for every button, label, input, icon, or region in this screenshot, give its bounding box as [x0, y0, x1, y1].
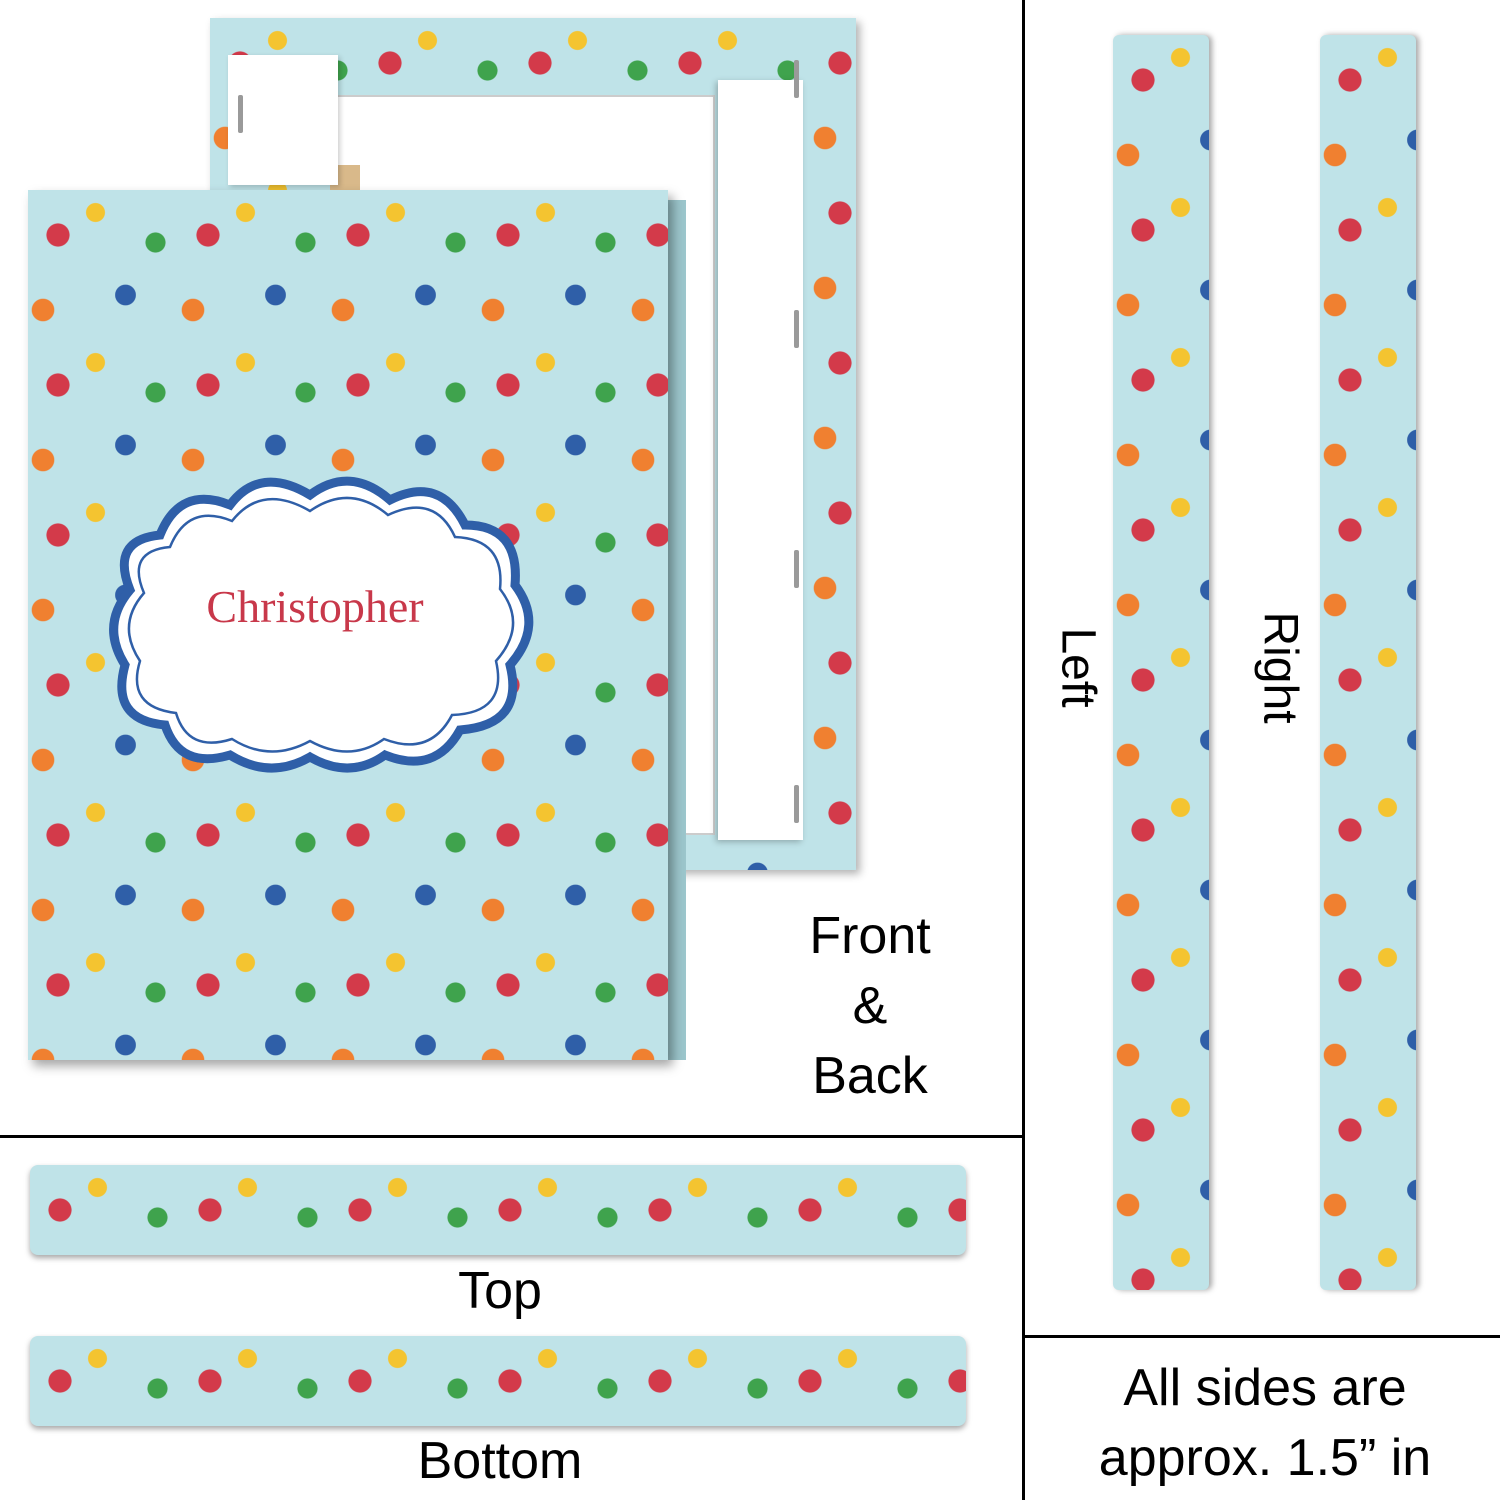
- staple-icon: [794, 310, 799, 348]
- bottom-side-strip: [30, 1336, 966, 1426]
- staple-icon: [794, 550, 799, 588]
- left-label: Left: [1051, 627, 1105, 708]
- front-back-label-line2: &: [852, 977, 888, 1035]
- right-side-strip: [1320, 35, 1416, 1290]
- cloud-nameplate-icon: [109, 476, 534, 773]
- top-side-strip: [30, 1165, 966, 1255]
- right-label: Right: [1253, 611, 1307, 724]
- sides-note-line1: All sides are: [1123, 1359, 1407, 1417]
- front-back-label-line1: Front: [809, 907, 931, 965]
- sides-note-line2: approx. 1.5” in: [1098, 1429, 1432, 1487]
- bottom-label: Bottom: [417, 1432, 583, 1490]
- top-label: Top: [458, 1262, 542, 1320]
- canvas-fold-flap-left: [228, 55, 338, 185]
- horizontal-divider-right: [1024, 1335, 1500, 1338]
- staple-icon: [794, 785, 799, 823]
- front-back-label-line3: Back: [812, 1047, 928, 1105]
- vertical-divider: [1022, 0, 1025, 1500]
- personalized-name: Christopher: [206, 581, 424, 632]
- horizontal-divider-left: [0, 1135, 1024, 1138]
- staple-icon: [238, 95, 243, 133]
- staple-icon: [794, 60, 799, 98]
- canvas-fold-flap-right: [718, 80, 803, 840]
- left-side-strip: [1113, 35, 1209, 1290]
- canvas-front-side-edge: [668, 200, 686, 1060]
